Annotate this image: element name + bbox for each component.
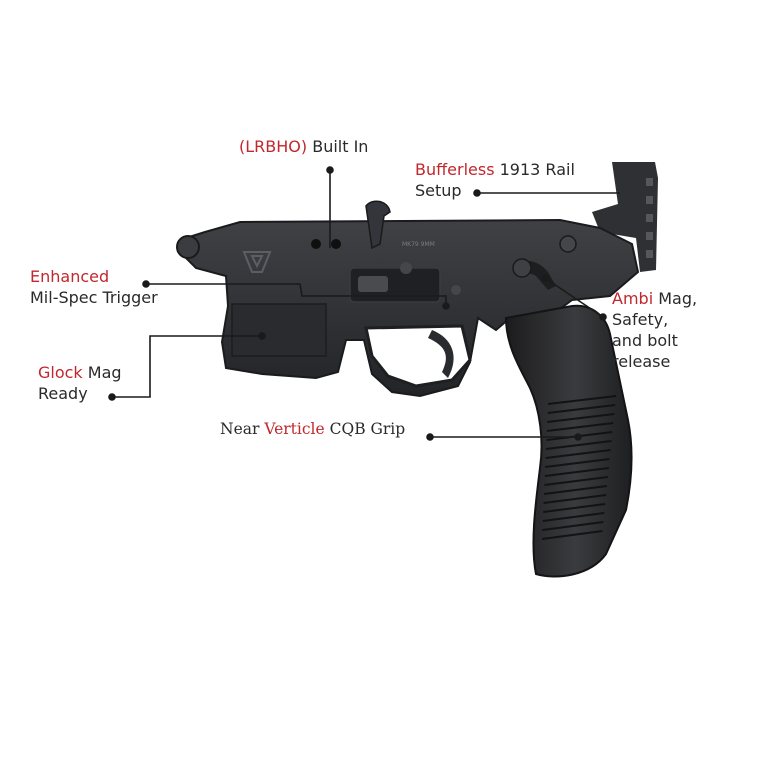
grip-ridge — [542, 512, 605, 522]
callout-grip-highlight: Verticle — [264, 420, 325, 438]
pistol-grip — [504, 304, 633, 578]
callout-ambi-line3: and bolt — [612, 331, 678, 350]
callout-glock: Glock Mag Ready — [38, 362, 122, 404]
callout-bufferless-text: 1913 Rail — [499, 160, 575, 179]
callout-lrbho: (LRBHO) Built In — [239, 136, 368, 157]
callout-ambi-line4: release — [612, 352, 671, 371]
grip-ridge — [545, 440, 612, 450]
callout-lrbho-highlight: (LRBHO) — [239, 137, 308, 156]
grip-ridge — [547, 404, 616, 414]
grip-ridge — [543, 485, 608, 495]
grip-ridge — [545, 449, 611, 459]
grip-texture — [541, 395, 617, 540]
callout-trigger: Enhanced Mil-Spec Trigger — [30, 266, 158, 308]
magwell-panel — [231, 303, 327, 357]
callout-glock-highlight: Glock — [38, 363, 83, 382]
engraving-text: MK79 9MM — [402, 241, 435, 248]
bolt-catch-lever — [365, 200, 391, 250]
grip-ridge — [545, 458, 610, 468]
callout-ambi-line2: Safety, — [612, 310, 669, 329]
grip-ridge — [547, 395, 617, 405]
callout-glock-line2: Ready — [38, 384, 88, 403]
callout-grip-pre: Near — [220, 420, 260, 438]
callout-lrbho-text: Built In — [312, 137, 369, 156]
rail-slots — [646, 178, 653, 258]
trigger — [428, 330, 454, 378]
callout-bufferless: Bufferless 1913 Rail Setup — [415, 159, 575, 201]
callout-trigger-line2: Mil-Spec Trigger — [30, 288, 158, 307]
callout-glock-text: Mag — [87, 363, 122, 382]
brand-emblem — [242, 251, 272, 273]
rail-post — [592, 162, 658, 272]
callout-ambi-highlight: Ambi — [612, 289, 654, 308]
callout-trigger-highlight: Enhanced — [30, 267, 110, 286]
grip-ridge — [547, 413, 615, 423]
grip-ridge — [544, 467, 609, 477]
grip-ridge — [546, 422, 614, 432]
callout-bufferless-highlight: Bufferless — [415, 160, 495, 179]
grip-ridge — [543, 494, 607, 504]
callout-grip: Near Verticle CQB Grip — [220, 419, 405, 440]
grip-ridge — [542, 521, 604, 531]
grip-ridge — [544, 476, 609, 486]
callout-ambi: Ambi Mag, Safety, and bolt release — [612, 288, 697, 372]
grip-ridge — [543, 503, 606, 513]
pivot-pin — [176, 235, 200, 259]
callout-ambi-text: Mag, — [658, 289, 698, 308]
callout-grip-text: CQB Grip — [329, 420, 406, 438]
grip-ridge — [541, 530, 603, 540]
callout-bufferless-line2: Setup — [415, 181, 462, 200]
